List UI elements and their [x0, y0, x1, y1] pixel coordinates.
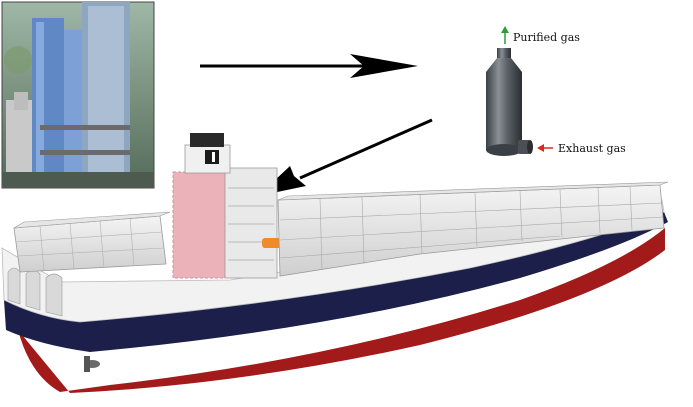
purified-gas-up-arrow [501, 26, 509, 44]
propeller [84, 356, 100, 372]
hull-band [4, 212, 668, 352]
hull-bottom [18, 228, 665, 393]
scrubber-highlight-box [172, 171, 226, 279]
container-stacks-forward [13, 211, 171, 273]
exhaust-gas-in-arrow [537, 144, 553, 152]
exhaust-gas-label: Exhaust gas [558, 142, 626, 155]
lifeboat [262, 238, 284, 248]
pointer-arrow [258, 118, 433, 196]
purified-gas-label: Purified gas [513, 31, 580, 44]
scrubber-tower-icon [486, 48, 533, 156]
superstructure [184, 133, 284, 279]
container-stacks-aft [277, 181, 669, 277]
scrubber-installation-photo [1, 1, 155, 189]
pointer-arrow [200, 54, 418, 78]
container-ship [1, 133, 669, 393]
